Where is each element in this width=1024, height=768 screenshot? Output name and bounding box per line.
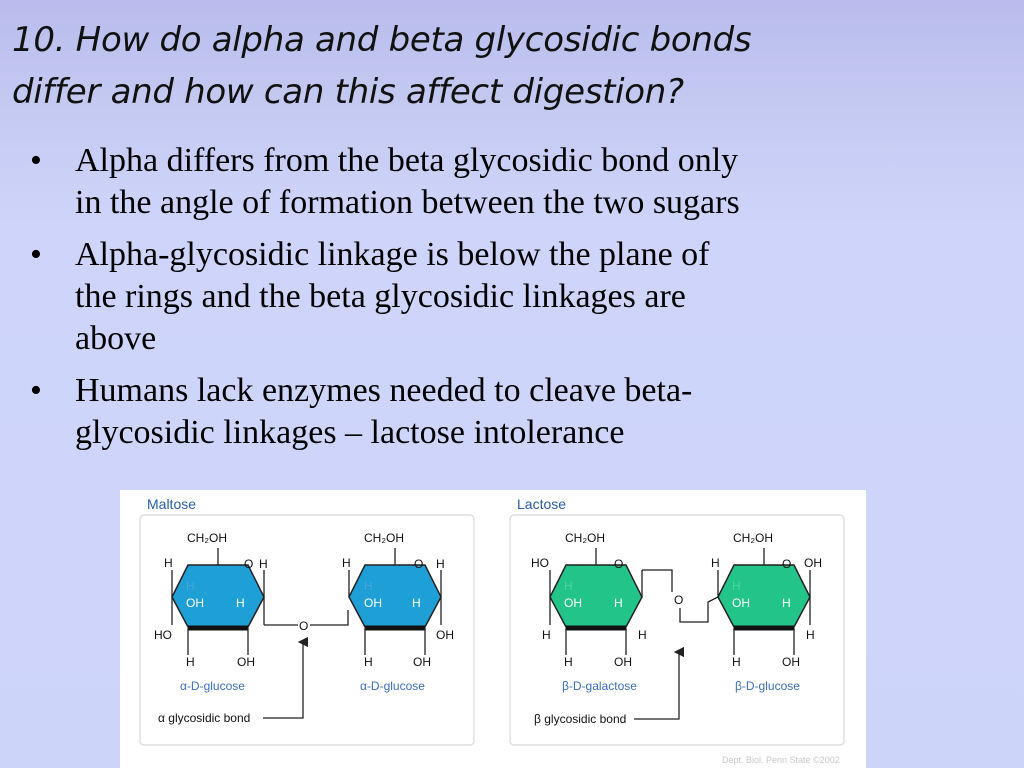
maltose-left-ring (171, 548, 265, 655)
bullet-list: • Alpha differs from the beta glycosidic… (30, 140, 990, 464)
maltose-right-h-inner: H (364, 579, 373, 593)
lactose-right-ring (717, 548, 811, 655)
maltose-left-h-bottom: H (186, 655, 195, 669)
slide-title-line-2: differ and how can this affect digestion… (12, 72, 684, 112)
lactose-bond-label: β glycosidic bond (534, 712, 626, 726)
maltose-frame (139, 514, 475, 746)
maltose-right-oh-inner: OH (364, 596, 382, 610)
maltose-heading: Maltose (147, 496, 196, 512)
lactose-left-ho: HO (531, 556, 549, 570)
lactose-bond-right (679, 596, 719, 623)
bullet-1-line-1: Alpha differs from the beta glycosidic b… (75, 142, 739, 179)
lactose-frame (509, 514, 845, 746)
maltose-left-h-inner-right: H (236, 596, 245, 610)
maltose-bond-arrow (263, 636, 309, 719)
lactose-right-h-inner-right: H (782, 596, 791, 610)
maltose-right-h-bottom: H (364, 655, 373, 669)
maltose-right-h-right: H (436, 557, 445, 571)
lactose-left-ch2oh: CH₂OH (565, 531, 605, 545)
lactose-right-ch2oh: CH₂OH (733, 531, 773, 545)
maltose-left-ho: HO (154, 628, 172, 642)
lactose-left-h-side: H (542, 628, 551, 642)
maltose-right-h-inner-right: H (412, 596, 421, 610)
disaccharide-diagram: Maltose CH₂OH H O H H OH H HO H OH O CH₂… (139, 496, 845, 765)
bullet-item: • Alpha differs from the beta glycosidic… (30, 140, 990, 224)
lactose-right-h-top: H (711, 556, 720, 570)
bullet-2-line-1: Alpha-glycosidic linkage is below the pl… (75, 236, 710, 273)
lactose-left-oh-inner: OH (564, 596, 582, 610)
bullet-item: • Alpha-glycosidic linkage is below the … (30, 234, 990, 360)
slide-title: 10. How do alpha and beta glycosidic bon… (12, 14, 1002, 118)
maltose-right-ring-o: O (414, 557, 423, 571)
lactose-right-ring-o: O (782, 557, 791, 571)
maltose-right-ring (348, 548, 442, 655)
lactose-right-sugar-name: β-D-glucose (735, 679, 800, 693)
maltose-left-oh-inner: OH (186, 596, 204, 610)
bullet-dot: • (30, 142, 42, 179)
maltose-left-ch2oh: CH₂OH (187, 531, 227, 545)
lactose-left-h-right: H (638, 628, 647, 642)
lactose-bond-arrow (634, 646, 685, 720)
lactose-right-h-bottom: H (732, 655, 741, 669)
lactose-left-ring (549, 548, 643, 655)
lactose-left-h-inner-right: H (614, 596, 623, 610)
lactose-right-oh-bottom: OH (782, 655, 800, 669)
lactose-bond-left (642, 569, 673, 592)
bullet-dot: • (30, 236, 42, 273)
maltose-right-oh-side: OH (436, 628, 454, 642)
disaccharide-figure: Maltose CH₂OH H O H H OH H HO H OH O CH₂… (120, 490, 866, 768)
maltose-right-oh-bottom: OH (413, 655, 431, 669)
lactose-left-oh-bottom: OH (614, 655, 632, 669)
lactose-right-oh-inner: OH (732, 596, 750, 610)
lactose-heading: Lactose (517, 496, 566, 512)
maltose-left-sugar-name: α-D-glucose (180, 679, 245, 693)
lactose-bridge-o: O (674, 593, 683, 607)
maltose-left-h-right: H (259, 557, 268, 571)
bullet-item: • Humans lack enzymes needed to cleave b… (30, 370, 990, 454)
lactose-left-h-inner: H (564, 579, 573, 593)
maltose-bond-right (310, 610, 349, 626)
figure-credit: Dept. Biol. Penn State ©2002 (722, 755, 840, 765)
bullet-3-line-1: Humans lack enzymes needed to cleave bet… (75, 372, 693, 409)
lactose-left-sugar-name: β-D-galactose (562, 679, 637, 693)
maltose-right-ch2oh: CH₂OH (364, 531, 404, 545)
maltose-left-ring-o: O (244, 557, 253, 571)
lactose-right-h-inner: H (732, 579, 741, 593)
slide-title-line-1: 10. How do alpha and beta glycosidic bon… (12, 20, 752, 60)
maltose-left-h-top: H (164, 556, 173, 570)
maltose-right-h-top: H (342, 556, 351, 570)
lactose-right-oh-top: OH (804, 556, 822, 570)
maltose-bridge-o: O (299, 619, 308, 633)
bullet-dot: • (30, 372, 42, 409)
maltose-right-sugar-name: α-D-glucose (360, 679, 425, 693)
maltose-left-oh-bottom: OH (237, 655, 255, 669)
lactose-left-ring-o: O (614, 557, 623, 571)
bullet-1-line-2: in the angle of formation between the tw… (75, 184, 740, 221)
maltose-bond-label: α glycosidic bond (158, 711, 250, 725)
lactose-right-h-side: H (806, 628, 815, 642)
bullet-2-line-2: the rings and the beta glycosidic linkag… (75, 278, 686, 315)
bullet-2-line-3: above (75, 320, 157, 357)
bullet-3-line-2: glycosidic linkages – lactose intoleranc… (75, 414, 625, 451)
maltose-left-h-inner: H (186, 579, 195, 593)
lactose-left-h-bottom: H (564, 655, 573, 669)
